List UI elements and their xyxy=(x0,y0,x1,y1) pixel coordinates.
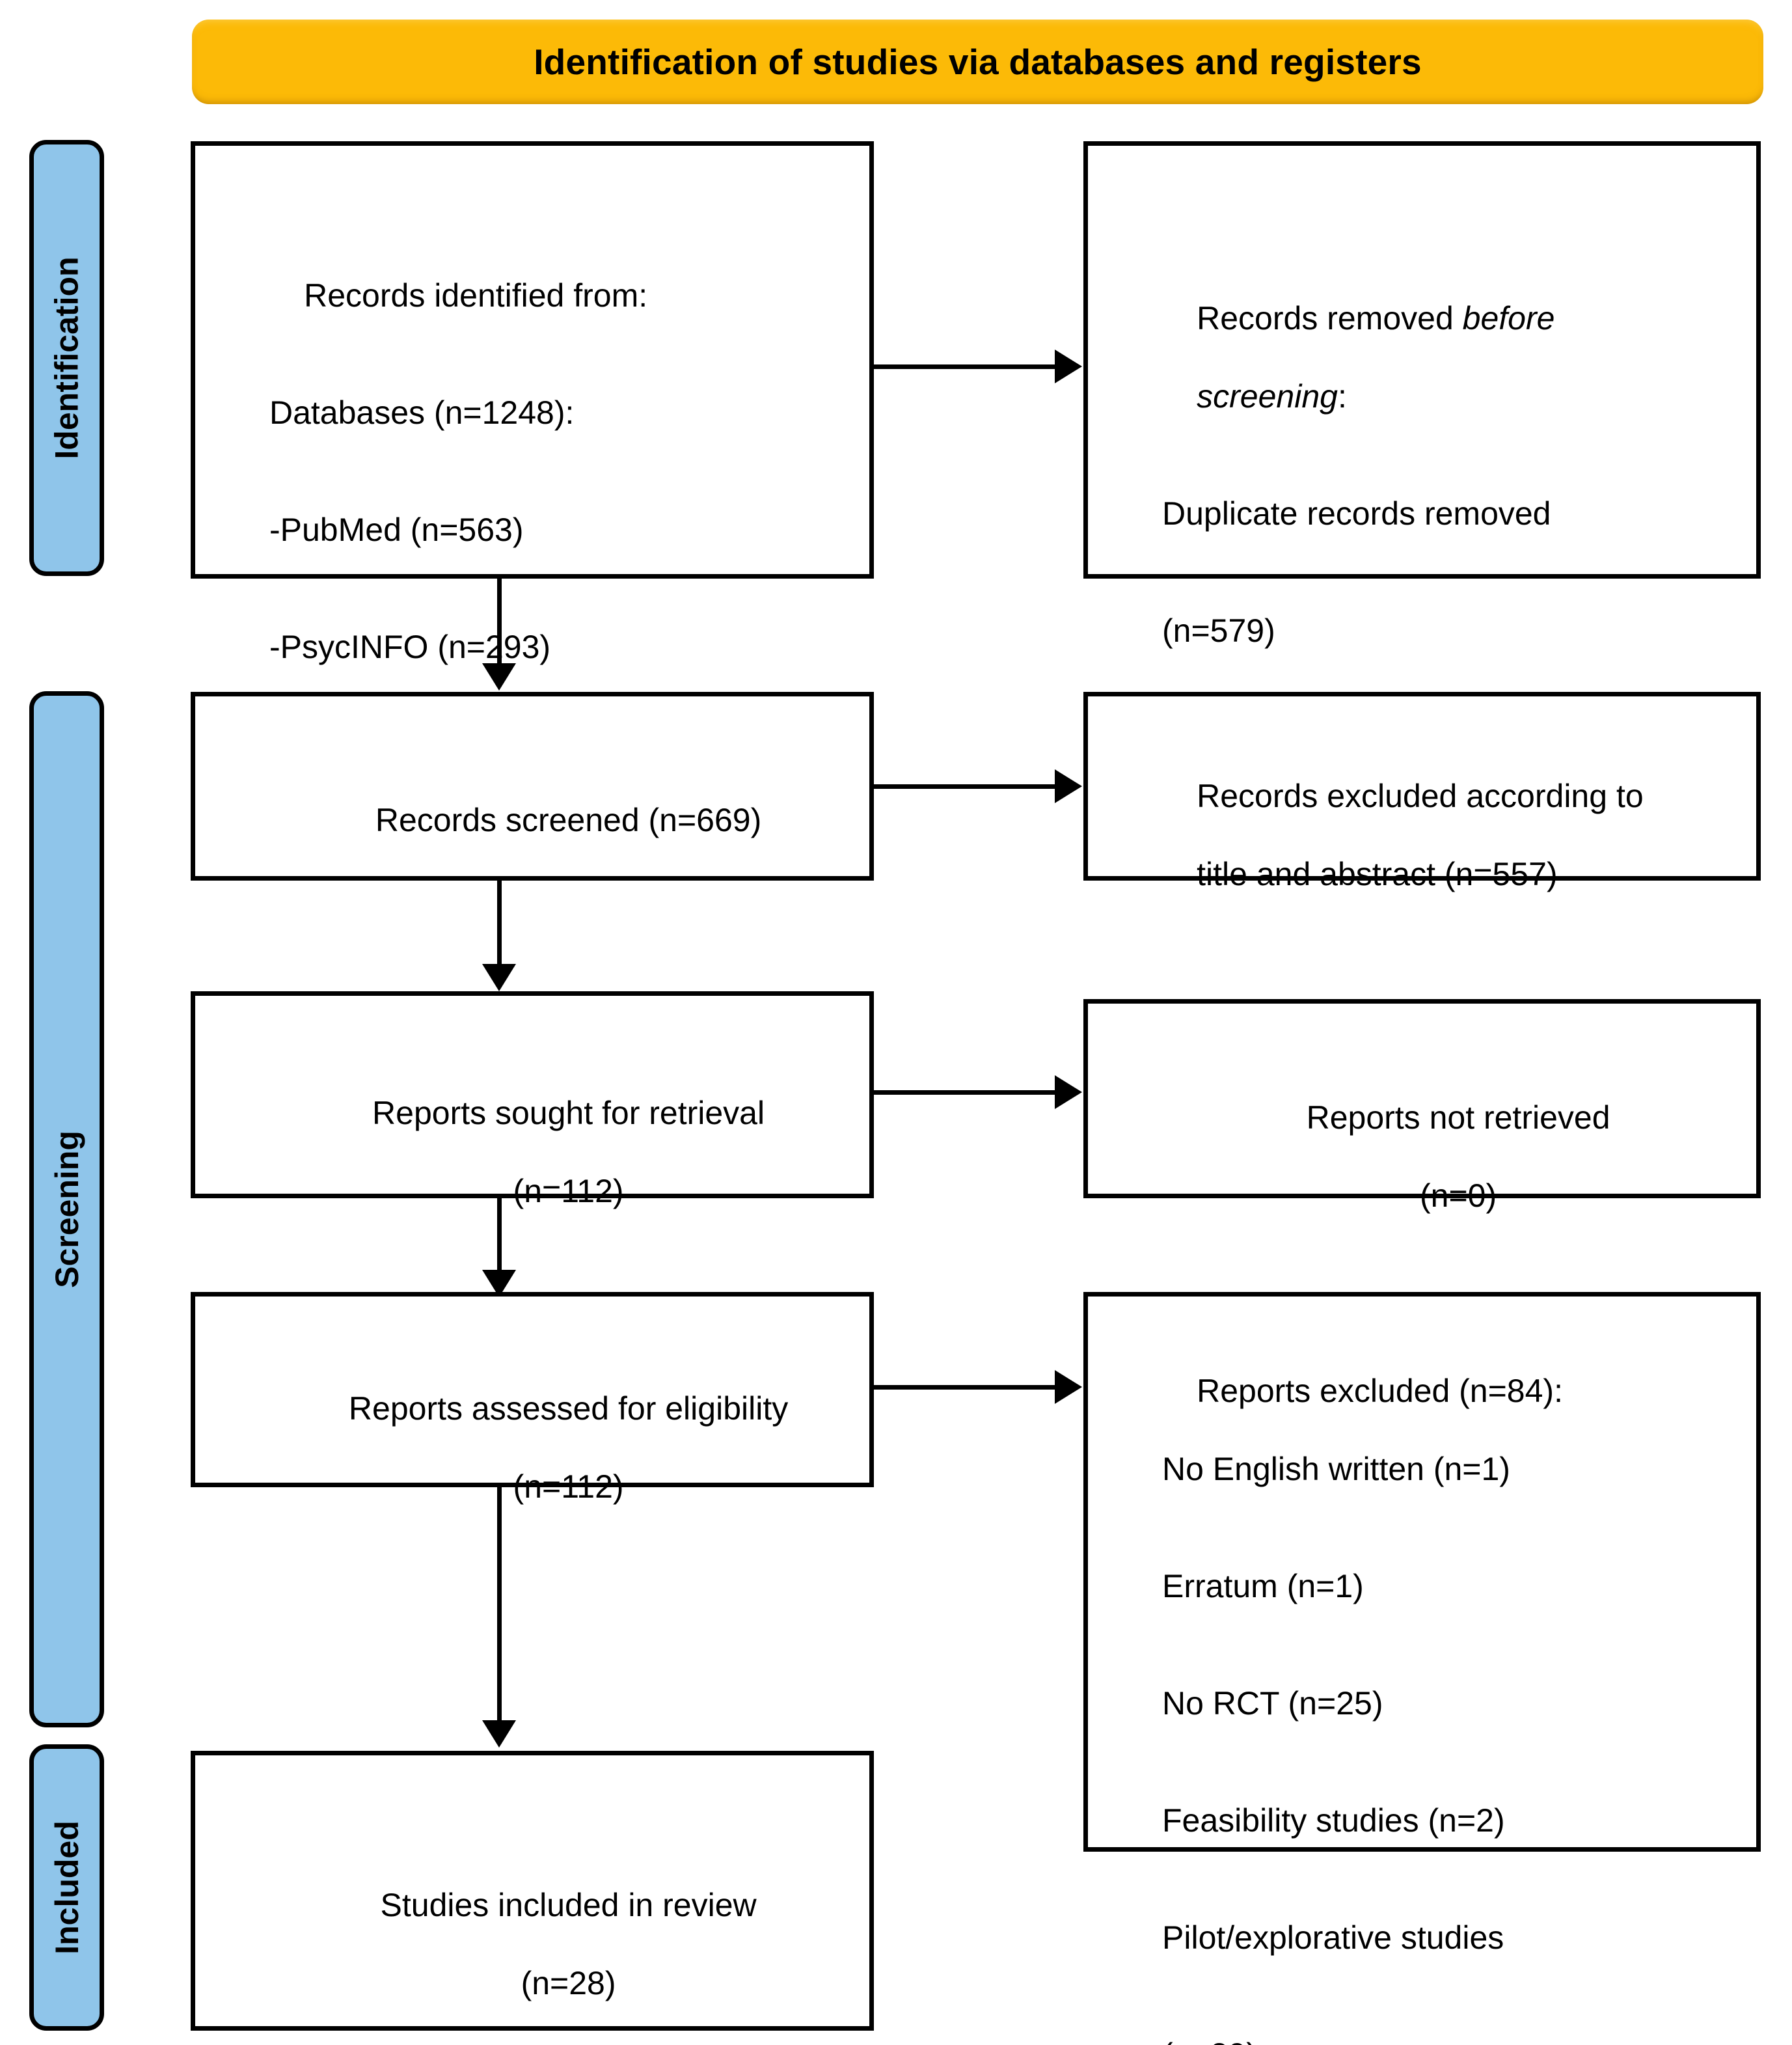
box-reports-assessed-text: Reports assessed for eligibility (n=112) xyxy=(215,1350,850,1545)
reports-excluded-title: Reports excluded (n=84): xyxy=(1197,1373,1563,1409)
connector-sought-to-not-retrieved-arrowhead xyxy=(1055,1075,1082,1109)
box-records-screened: Records screened (n=669) xyxy=(191,692,874,881)
reports-excluded-item: No English written (n=1) xyxy=(1162,1451,1510,1487)
studies-included-line1: Studies included in review xyxy=(380,1887,757,1923)
records-identified-line2: Databases (n=1248): xyxy=(269,394,575,431)
box-records-identified: Records identified from: Databases (n=12… xyxy=(191,141,874,782)
connector-screened-to-sought-arrowhead xyxy=(482,964,516,991)
connector-screened-to-sought-line xyxy=(497,881,502,965)
stage-label-identification: Identification xyxy=(48,256,85,460)
box-reports-assessed-for-eligibility: Reports assessed for eligibility (n=112) xyxy=(191,1292,874,1505)
records-identified-line1: Records identified from: xyxy=(304,277,648,314)
header-title: Identification of studies via databases … xyxy=(534,42,1422,82)
records-screened-line1: Records screened (n=669) xyxy=(375,802,762,838)
records-identified-line4: -PsycINFO (n=293) xyxy=(269,629,551,665)
box-reports-excluded-text: Reports excluded (n=84): No English writ… xyxy=(1124,1332,1743,2045)
stage-label-screening: Screening xyxy=(48,1131,85,1288)
reports-excluded-item: Feasibility studies (n=2) xyxy=(1162,1802,1505,1839)
records-removed-line2-suffix: : xyxy=(1337,378,1347,415)
reports-sought-line1: Reports sought for retrieval xyxy=(372,1095,765,1131)
reports-not-retrieved-line1: Reports not retrieved xyxy=(1306,1099,1610,1136)
reports-excluded-item: Erratum (n=1) xyxy=(1162,1568,1364,1604)
box-records-removed-before-screening: Records removed before screening: Duplic… xyxy=(1083,141,1761,649)
connector-sought-to-assessed-line xyxy=(497,1198,502,1271)
box-records-removed-text: Records removed before screening: Duplic… xyxy=(1124,260,1756,728)
connector-assessed-to-included-arrowhead xyxy=(482,1720,516,1748)
connector-assessed-to-included-line xyxy=(497,1487,502,1722)
connector-identified-to-removed-line xyxy=(874,364,1056,369)
connector-sought-to-not-retrieved-line xyxy=(874,1090,1056,1095)
records-removed-line1-prefix: Records removed xyxy=(1197,300,1463,336)
connector-identified-to-removed-arrowhead xyxy=(1055,350,1082,383)
reports-excluded-item: (n=29) xyxy=(1124,2035,1743,2045)
box-records-excluded-title-abstract-text: Records excluded according to title and … xyxy=(1124,737,1737,933)
box-studies-included-in-review: Studies included in review (n=28) xyxy=(191,1751,874,2031)
diagram-header-banner: Identification of studies via databases … xyxy=(192,20,1763,104)
box-reports-not-retrieved-text: Reports not retrieved (n=0) xyxy=(1114,1059,1730,1254)
reports-excluded-item: No RCT (n=25) xyxy=(1162,1685,1383,1722)
records-excluded-ta-line2: title and abstract (n=557) xyxy=(1197,856,1558,892)
connector-assessed-to-excluded-line xyxy=(874,1385,1056,1390)
connector-assessed-to-excluded-arrowhead xyxy=(1055,1370,1082,1404)
stage-bar-included: Included xyxy=(29,1744,104,2031)
stage-bar-screening: Screening xyxy=(29,691,104,1727)
reports-assessed-line2: (n=112) xyxy=(513,1468,624,1505)
box-reports-not-retrieved: Reports not retrieved (n=0) xyxy=(1083,999,1761,1214)
connector-identified-to-screened-arrowhead xyxy=(482,663,516,691)
studies-included-line2: (n=28) xyxy=(521,1965,616,2001)
box-studies-included-text: Studies included in review (n=28) xyxy=(215,1846,850,2042)
connector-identified-to-screened-line xyxy=(497,579,502,665)
stage-bar-identification: Identification xyxy=(29,140,104,576)
records-identified-line3: -PubMed (n=563) xyxy=(269,512,524,548)
reports-excluded-item: Pilot/explorative studies xyxy=(1162,1919,1504,1956)
reports-sought-line2: (n=112) xyxy=(513,1173,624,1209)
box-reports-sought-for-retrieval: Reports sought for retrieval (n=112) xyxy=(191,991,874,1209)
box-records-excluded-title-abstract: Records excluded according to title and … xyxy=(1083,692,1761,892)
box-reports-sought-text: Reports sought for retrieval (n=112) xyxy=(221,1054,843,1250)
records-removed-line2-italic: screening xyxy=(1197,378,1338,415)
records-excluded-ta-line1: Records excluded according to xyxy=(1197,778,1644,814)
box-reports-excluded: Reports excluded (n=84): No English writ… xyxy=(1083,1292,1761,2045)
records-removed-line1-italic: before xyxy=(1462,300,1555,336)
connector-screened-to-excluded-line xyxy=(874,784,1056,789)
connector-screened-to-excluded-arrowhead xyxy=(1055,769,1082,803)
stage-label-included: Included xyxy=(48,1820,85,1955)
reports-not-retrieved-line2: (n=0) xyxy=(1420,1177,1497,1214)
box-records-screened-text: Records screened (n=669) xyxy=(221,762,843,879)
reports-assessed-line1: Reports assessed for eligibility xyxy=(348,1390,789,1427)
records-removed-line4: (n=579) xyxy=(1162,612,1275,649)
records-removed-line3: Duplicate records removed xyxy=(1162,495,1551,532)
